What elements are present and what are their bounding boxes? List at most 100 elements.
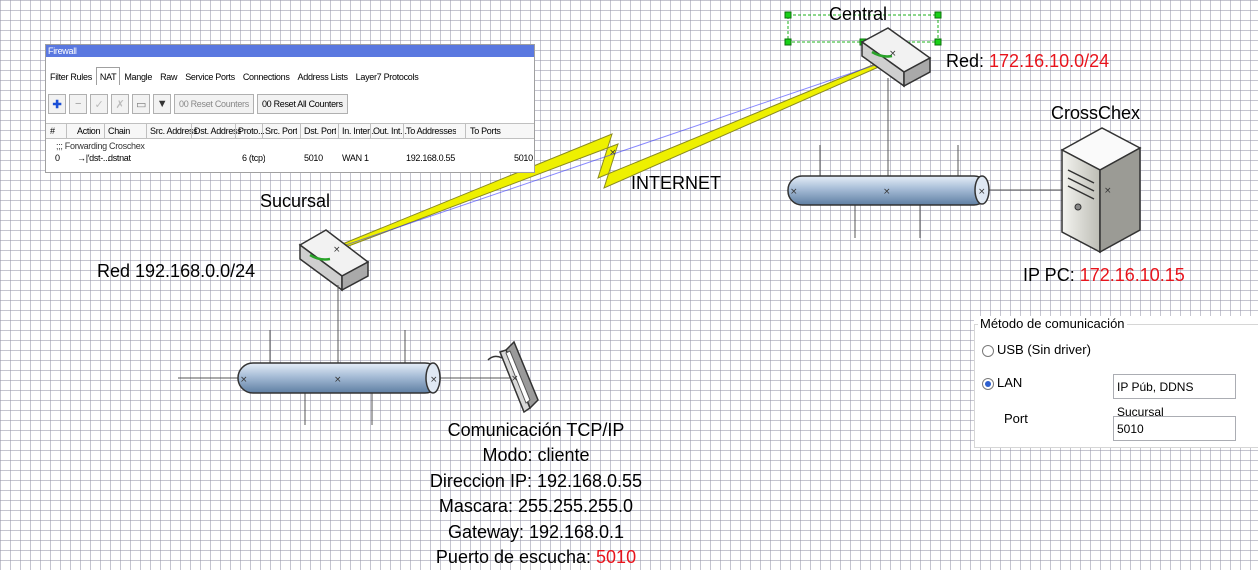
svg-text:×: × (609, 148, 617, 158)
column-header[interactable]: Chain (108, 126, 131, 136)
cross-icon: ✗ (115, 98, 125, 111)
internet-label: INTERNET (631, 173, 721, 193)
svg-text:×: × (883, 187, 891, 197)
address-input[interactable]: IP Púb, DDNS Sucursal (1113, 374, 1236, 419)
crosschex-pc-icon[interactable]: × (1060, 127, 1142, 254)
tab-service-ports[interactable]: Service Ports (185, 72, 235, 82)
column-header[interactable]: To Addresses (406, 126, 457, 136)
comment-text: ;;; Forwarding Croschex (56, 141, 145, 151)
svg-text:×: × (1104, 186, 1112, 196)
comment-button[interactable]: ▭ (132, 94, 150, 114)
link-line (336, 61, 885, 249)
device-info-port: Puerto de escucha: 5010 (400, 545, 672, 570)
device-info-gateway: Gateway: 192.168.0.1 (447, 521, 625, 542)
tab-address-lists[interactable]: Address Lists (297, 72, 348, 82)
lan-radio[interactable] (982, 378, 994, 390)
remove-rule-button[interactable]: − (69, 94, 87, 114)
central-network-value: 172.16.10.0/24 (989, 51, 1110, 71)
column-header[interactable]: Dst. Address (194, 126, 242, 136)
column-header[interactable]: Src. Port (265, 126, 298, 136)
crosschex-label: CrossChex (1051, 103, 1141, 123)
svg-text:×: × (334, 375, 342, 385)
svg-text:×: × (978, 187, 986, 197)
reset-counters-button[interactable]: 00 Reset Counters (174, 94, 254, 114)
filter-button[interactable]: ▼ (153, 94, 171, 114)
svg-text:×: × (889, 49, 897, 59)
rule-to-addresses: 192.168.0.55 (406, 153, 455, 163)
rule-to-ports: 5010 (514, 153, 533, 163)
tab-raw[interactable]: Raw (160, 72, 178, 82)
port-label: Port (1004, 411, 1028, 426)
svg-text:×: × (511, 374, 519, 384)
column-header[interactable]: Action (77, 126, 101, 136)
funnel-icon: ▼ (156, 98, 168, 110)
attendance-device-icon[interactable]: × (487, 340, 539, 414)
column-header[interactable]: # (50, 126, 55, 136)
disable-rule-button[interactable]: ✗ (111, 94, 129, 114)
add-rule-button[interactable]: ✚ (48, 94, 66, 114)
selection-handle[interactable] (784, 38, 792, 46)
usb-radio[interactable] (982, 345, 994, 357)
central-network-label: Red: 172.16.10.0/24 (946, 51, 1109, 72)
firewall-window: Firewall Filter Rules NAT Mangle Raw Ser… (45, 44, 535, 173)
ip-pc-prefix: IP PC: (1023, 265, 1080, 285)
firewall-tabs: Filter Rules NAT Mangle Raw Service Port… (46, 67, 422, 85)
rule-action: →|′dst-... (77, 153, 110, 163)
check-icon: ✓ (94, 98, 104, 111)
sucursal-network-label: Red 192.168.0.0/24 (97, 261, 256, 281)
central-router-icon[interactable]: × (860, 27, 932, 88)
device-info-mask: Mascara: 255.255.255.0 (438, 496, 634, 517)
rule-chain: dstnat (108, 153, 131, 163)
table-row[interactable]: 0 →|′dst-... dstnat 6 (tcp) 5010 WAN 1 1… (46, 153, 534, 164)
selection-handle[interactable] (784, 11, 792, 19)
note-icon: ▭ (135, 98, 147, 111)
device-info: Comunicación TCP/IP Modo: cliente Direcc… (400, 418, 672, 570)
svg-text:×: × (430, 375, 438, 385)
enable-rule-button[interactable]: ✓ (90, 94, 108, 114)
rule-protocol: 6 (tcp) (242, 153, 266, 163)
column-header[interactable]: Proto... (238, 126, 265, 136)
port-input[interactable]: 5010 (1113, 416, 1236, 441)
lan-radio-label[interactable]: LAN (997, 375, 1023, 390)
device-info-port-prefix: Puerto de escucha: (435, 547, 597, 568)
ip-pc-value: 172.16.10.15 (1079, 265, 1185, 285)
comm-method-panel: Método de comunicación USB (Sin driver) … (974, 316, 1258, 448)
selection-handle[interactable] (934, 38, 942, 46)
sucursal-router-icon[interactable]: × (298, 229, 370, 292)
reset-all-counters-button[interactable]: 00 Reset All Counters (256, 94, 348, 114)
column-header[interactable]: Src. Address (150, 126, 198, 136)
sucursal-network-bus[interactable]: × × × (237, 362, 441, 394)
central-label: Central (829, 4, 888, 24)
usb-radio-label[interactable]: USB (Sin driver) (997, 342, 1091, 357)
column-header[interactable]: Dst. Port (304, 126, 337, 136)
svg-text:×: × (240, 375, 248, 385)
plus-icon: ✚ (52, 98, 62, 111)
central-network-prefix: Red: (946, 51, 990, 71)
comment-row[interactable]: ;;; Forwarding Croschex (46, 141, 534, 152)
tab-connections[interactable]: Connections (242, 72, 290, 82)
tab-mangle[interactable]: Mangle (124, 72, 153, 82)
tab-layer7-protocols[interactable]: Layer7 Protocols (355, 72, 419, 82)
device-info-port-value: 5010 (596, 547, 637, 568)
radio-selected-dot (985, 381, 991, 387)
ip-pc-label: IP PC: 172.16.10.15 (1023, 265, 1185, 286)
selection-handle[interactable] (934, 11, 942, 19)
svg-text:×: × (333, 245, 341, 255)
central-network-bus[interactable]: × × × (787, 175, 990, 206)
firewall-title: Firewall (46, 45, 534, 57)
column-header[interactable]: Out. Int... (373, 126, 407, 136)
minus-icon: − (74, 98, 82, 110)
device-info-title: Comunicación TCP/IP (447, 420, 625, 440)
rule-dst-port: 5010 (304, 153, 323, 163)
comm-method-title: Método de comunicación (978, 316, 1127, 331)
tab-nat[interactable]: NAT (95, 67, 121, 85)
column-header[interactable]: To Ports (470, 126, 501, 136)
rule-in-interface: WAN 1 (342, 153, 369, 163)
sucursal-label: Sucursal (260, 191, 331, 211)
tab-filter-rules[interactable]: Filter Rules (50, 72, 92, 82)
column-header[interactable]: In. Inter... (342, 126, 376, 136)
rule-number: 0 (55, 153, 60, 163)
svg-text:×: × (790, 187, 798, 197)
firewall-toolbar: ✚ − ✓ ✗ ▭ ▼ 00 Reset Counters 00 Reset A… (46, 93, 348, 115)
